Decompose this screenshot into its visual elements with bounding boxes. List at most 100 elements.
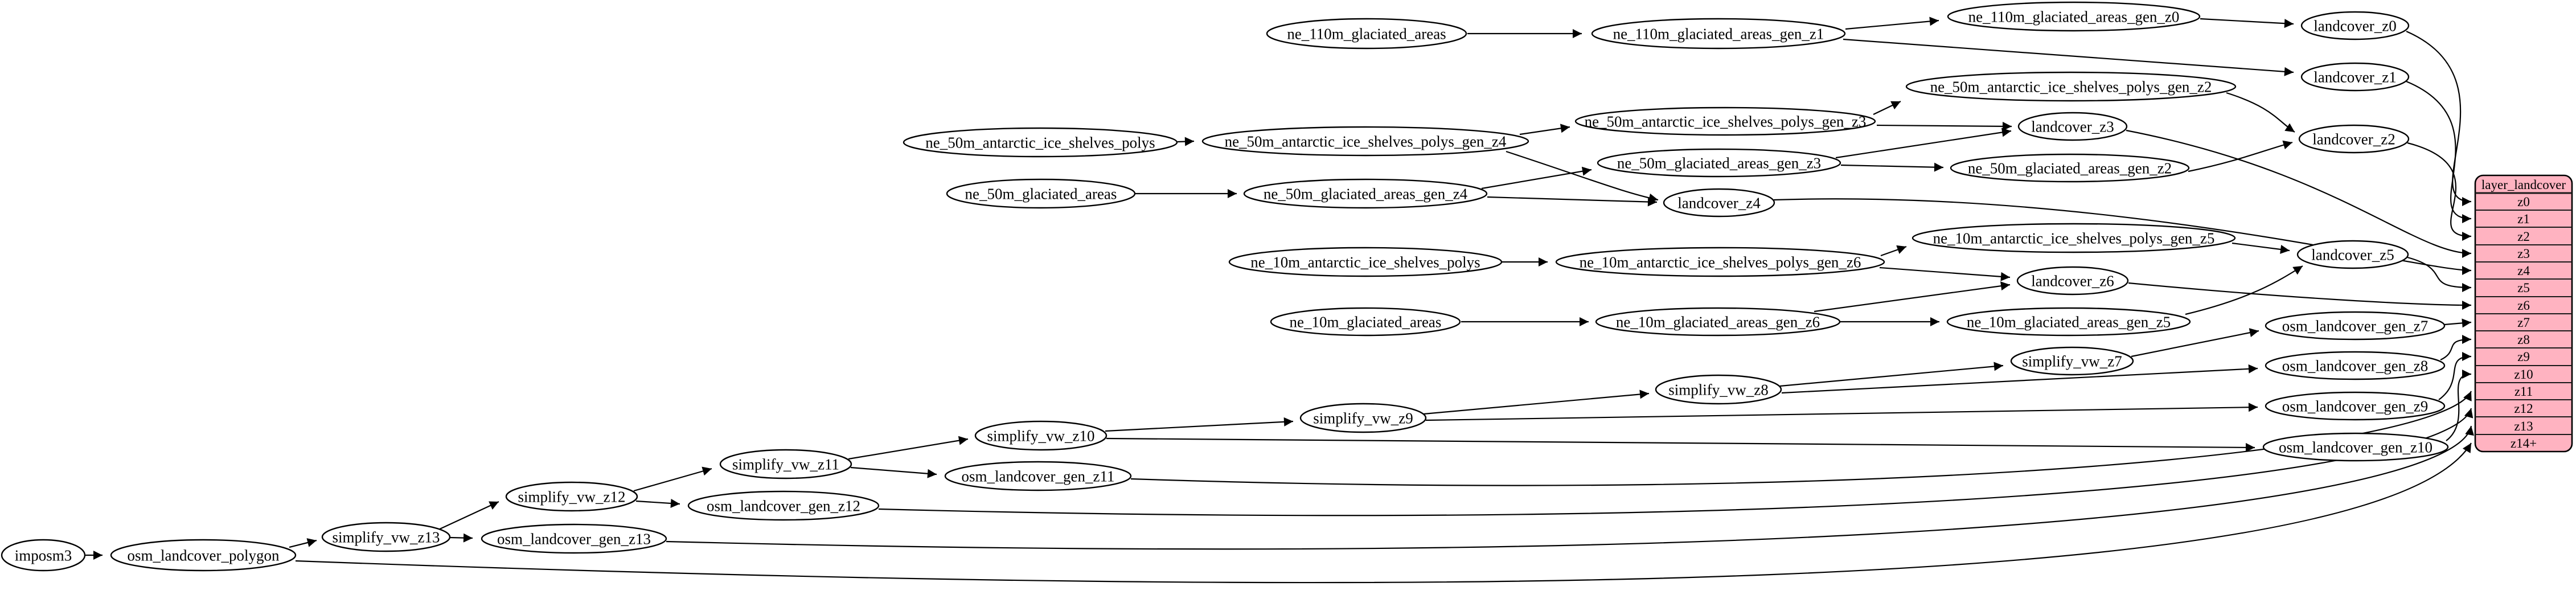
edge-landcover_z6-row_z6 xyxy=(2128,282,2472,310)
edge-simplify_vw_z12-simplify_vw_z11 xyxy=(633,466,712,492)
edge-simplify_vw_z9-simplify_vw_z8 xyxy=(1423,389,1650,415)
node-simplify_vw_z10: simplify_vw_z10 xyxy=(974,420,1107,451)
table-row-z3: z3 xyxy=(2517,247,2530,261)
edge-50m_ant_gen_z3-landcover_z3 xyxy=(1876,121,2012,131)
svg-text:ne_50m_glaciated_areas_gen_z4: ne_50m_glaciated_areas_gen_z4 xyxy=(1264,185,1468,202)
node-ne_50m_glaciated_areas: ne_50m_glaciated_areas xyxy=(946,178,1136,209)
svg-text:simplify_vw_z9: simplify_vw_z9 xyxy=(1313,409,1413,427)
svg-text:osm_landcover_gen_z10: osm_landcover_gen_z10 xyxy=(2279,438,2433,456)
edge-gen_z1-gen_z0 xyxy=(1845,17,1939,30)
svg-text:osm_landcover_gen_z9: osm_landcover_gen_z9 xyxy=(2282,397,2428,415)
node-landcover_z6: landcover_z6 xyxy=(2016,266,2129,296)
svg-text:ne_50m_antarctic_ice_shelves_p: ne_50m_antarctic_ice_shelves_polys_gen_z… xyxy=(1930,78,2212,95)
svg-text:landcover_z4: landcover_z4 xyxy=(1677,194,1761,211)
svg-text:osm_landcover_gen_z11: osm_landcover_gen_z11 xyxy=(962,468,1115,485)
node-ne_10m_glaciated_areas_gen_z6: ne_10m_glaciated_areas_gen_z6 xyxy=(1595,307,1841,337)
edge-gen_z9-row_z9 xyxy=(2438,352,2472,400)
svg-text:ne_10m_glaciated_areas: ne_10m_glaciated_areas xyxy=(1290,313,1442,330)
node-ne_50m_antarctic_ice_shelves_polys_gen_z4: ne_50m_antarctic_ice_shelves_polys_gen_z… xyxy=(1201,126,1529,157)
edge-simplify_vw_z10-gen_z10 xyxy=(1106,437,2255,452)
edge-50m_ant_gen_z3-gen_z2 xyxy=(1873,101,1901,115)
svg-text:simplify_vw_z10: simplify_vw_z10 xyxy=(987,427,1095,444)
node-osm_landcover_polygon: osm_landcover_polygon xyxy=(110,539,297,572)
edge-simplify_vw_z13-simplify_vw_z12 xyxy=(437,501,499,531)
svg-text:ne_10m_glaciated_areas_gen_z6: ne_10m_glaciated_areas_gen_z6 xyxy=(1616,313,1820,330)
edge-50m_gla_gen_z3-gen_z2 xyxy=(1840,162,1944,172)
svg-text:simplify_vw_z13: simplify_vw_z13 xyxy=(333,528,440,546)
svg-text:ne_50m_antarctic_ice_shelves_p: ne_50m_antarctic_ice_shelves_polys_gen_z… xyxy=(1225,133,1507,150)
svg-text:ne_50m_antarctic_ice_shelves_p: ne_50m_antarctic_ice_shelves_polys xyxy=(925,134,1155,151)
edge-10m_ant_gen_z6-landcover_z6 xyxy=(1879,266,2011,281)
table-row-z1: z1 xyxy=(2517,212,2530,226)
node-landcover_z1: landcover_z1 xyxy=(2300,62,2410,92)
svg-text:ne_110m_glaciated_areas_gen_z0: ne_110m_glaciated_areas_gen_z0 xyxy=(1968,8,2180,25)
table-title: layer_landcover xyxy=(2481,178,2566,192)
edge-50m_ant_gen_z4-gen_z3 xyxy=(1519,124,1570,136)
node-ne_10m_antarctic_ice_shelves_polys: ne_10m_antarctic_ice_shelves_polys xyxy=(1228,247,1503,277)
svg-text:imposm3: imposm3 xyxy=(15,547,72,564)
svg-text:landcover_z5: landcover_z5 xyxy=(2311,246,2394,263)
node-ne_10m_antarctic_ice_shelves_polys_gen_z6: ne_10m_antarctic_ice_shelves_polys_gen_z… xyxy=(1555,247,1885,277)
edge-50m_gla_gen_z3-landcover_z3 xyxy=(1835,128,2012,159)
node-osm_landcover_gen_z8: osm_landcover_gen_z8 xyxy=(2265,351,2446,380)
svg-text:ne_50m_glaciated_areas: ne_50m_glaciated_areas xyxy=(965,185,1117,202)
edge-simplify_vw_z9-gen_z9 xyxy=(1425,403,2258,421)
node-imposm3: imposm3 xyxy=(1,539,86,572)
node-osm_landcover_gen_z12: osm_landcover_gen_z12 xyxy=(687,490,880,521)
node-ne_50m_glaciated_areas_gen_z4: ne_50m_glaciated_areas_gen_z4 xyxy=(1243,178,1488,209)
table-row-z8: z8 xyxy=(2517,333,2530,347)
svg-text:ne_10m_antarctic_ice_shelves_p: ne_10m_antarctic_ice_shelves_polys_gen_z… xyxy=(1580,253,1861,270)
node-landcover_z0: landcover_z0 xyxy=(2300,11,2410,40)
edge-10m_gla_gen_z6-landcover_z6 xyxy=(1814,281,2011,313)
svg-text:landcover_z6: landcover_z6 xyxy=(2031,272,2114,289)
node-simplify_vw_z12: simplify_vw_z12 xyxy=(505,481,638,512)
node-landcover_z5: landcover_z5 xyxy=(2296,240,2409,269)
node-osm_landcover_gen_z9: osm_landcover_gen_z9 xyxy=(2265,391,2446,421)
svg-text:landcover_z2: landcover_z2 xyxy=(2312,130,2395,147)
edge-simplify_vw_z11-simplify_vw_z10 xyxy=(848,436,969,460)
svg-text:landcover_z3: landcover_z3 xyxy=(2031,118,2114,135)
node-ne_50m_glaciated_areas_gen_z2: ne_50m_glaciated_areas_gen_z2 xyxy=(1950,153,2190,183)
svg-text:ne_50m_glaciated_areas_gen_z2: ne_50m_glaciated_areas_gen_z2 xyxy=(1968,159,2172,177)
table-row-z2: z2 xyxy=(2517,229,2530,244)
edge-simplify_vw_z12-gen_z12 xyxy=(635,498,680,508)
svg-text:ne_110m_glaciated_areas_gen_z1: ne_110m_glaciated_areas_gen_z1 xyxy=(1613,25,1824,42)
node-ne_50m_antarctic_ice_shelves_polys_gen_z2: ne_50m_antarctic_ice_shelves_polys_gen_z… xyxy=(1905,71,2237,102)
svg-text:simplify_vw_z7: simplify_vw_z7 xyxy=(2022,352,2122,370)
node-simplify_vw_z11: simplify_vw_z11 xyxy=(719,449,852,479)
svg-text:simplify_vw_z8: simplify_vw_z8 xyxy=(1668,381,1769,398)
edge-landcover_z1-row_z1 xyxy=(2406,80,2472,223)
node-osm_landcover_gen_z11: osm_landcover_gen_z11 xyxy=(944,461,1132,491)
svg-text:ne_110m_glaciated_areas: ne_110m_glaciated_areas xyxy=(1287,25,1446,42)
node-ne_50m_antarctic_ice_shelves_polys_gen_z3: ne_50m_antarctic_ice_shelves_polys_gen_z… xyxy=(1574,106,1876,136)
edge-gen_z11-row_z11 xyxy=(1130,391,2472,486)
node-simplify_vw_z7: simplify_vw_z7 xyxy=(2010,346,2134,376)
svg-text:osm_landcover_gen_z7: osm_landcover_gen_z7 xyxy=(2282,317,2428,334)
svg-text:simplify_vw_z11: simplify_vw_z11 xyxy=(732,456,839,473)
svg-text:simplify_vw_z12: simplify_vw_z12 xyxy=(518,488,626,505)
table-row-z5: z5 xyxy=(2517,281,2530,295)
edge-polygon-simplify_vw_z13 xyxy=(289,538,317,548)
table-row-z7: z7 xyxy=(2517,315,2530,330)
table-row-z0: z0 xyxy=(2517,195,2530,209)
table-row-z14plus: z14+ xyxy=(2511,436,2537,450)
node-ne_10m_glaciated_areas_gen_z5: ne_10m_glaciated_areas_gen_z5 xyxy=(1946,307,2191,337)
node-ne_50m_glaciated_areas_gen_z3: ne_50m_glaciated_areas_gen_z3 xyxy=(1597,148,1841,178)
svg-text:ne_50m_glaciated_areas_gen_z3: ne_50m_glaciated_areas_gen_z3 xyxy=(1617,154,1821,171)
edge-50m_gla_gen_z4-gen_z3 xyxy=(1481,166,1592,190)
table-row-z6: z6 xyxy=(2517,298,2530,313)
table-layer_landcover: layer_landcover z0 z1 z2 z3 z4 z5 z6 z7 … xyxy=(2474,174,2573,453)
edge-landcover_z0-row_z0 xyxy=(2406,30,2472,206)
node-landcover_z2: landcover_z2 xyxy=(2298,124,2410,154)
node-ne_10m_antarctic_ice_shelves_polys_gen_z5: ne_10m_antarctic_ice_shelves_polys_gen_z… xyxy=(1912,223,2236,253)
edges xyxy=(85,17,2474,584)
table-row-z12: z12 xyxy=(2514,401,2533,416)
node-osm_landcover_gen_z10: osm_landcover_gen_z10 xyxy=(2262,432,2449,462)
edge-landcover_z5-row_z5 xyxy=(2407,256,2472,292)
svg-text:ne_50m_antarctic_ice_shelves_p: ne_50m_antarctic_ice_shelves_polys_gen_z… xyxy=(1585,113,1867,130)
node-simplify_vw_z8: simplify_vw_z8 xyxy=(1655,374,1782,405)
node-landcover_z4: landcover_z4 xyxy=(1663,188,1775,218)
svg-text:ne_10m_glaciated_areas_gen_z5: ne_10m_glaciated_areas_gen_z5 xyxy=(1967,313,2171,330)
edge-gen_z1-landcover_z1 xyxy=(1843,38,2294,76)
